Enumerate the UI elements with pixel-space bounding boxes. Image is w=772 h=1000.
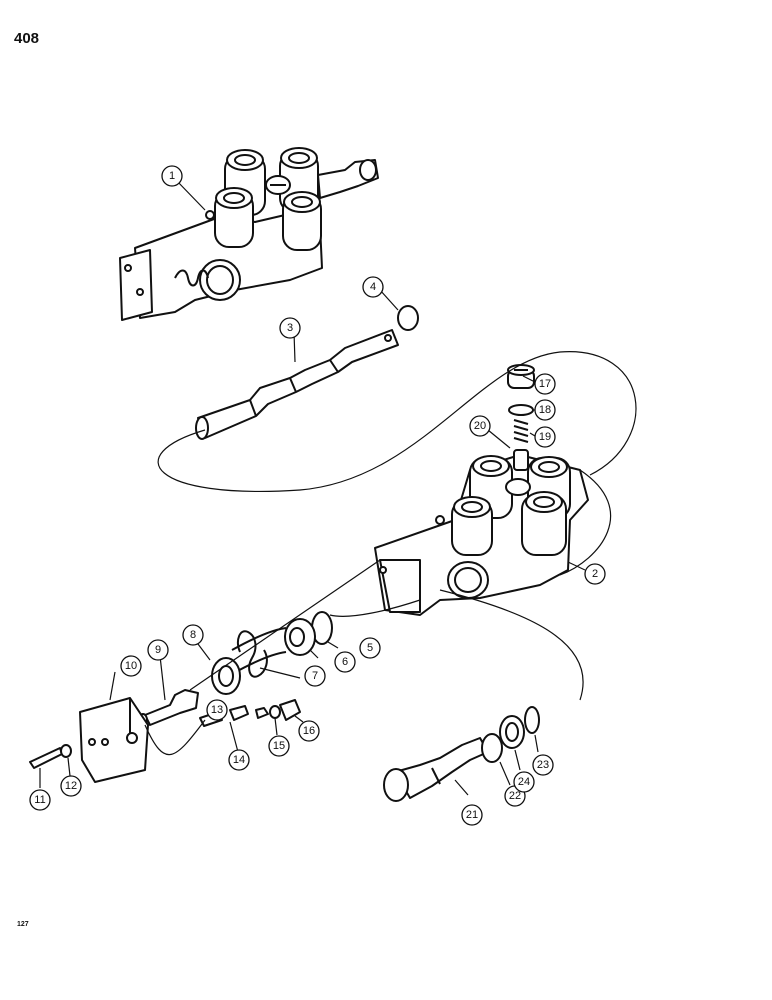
callout-4: 4 [362, 276, 384, 298]
callout-6: 6 [334, 651, 356, 673]
callout-24: 24 [513, 771, 535, 793]
figure-code: 127 [17, 921, 29, 928]
callout-18: 18 [534, 399, 556, 421]
callout-13: 13 [206, 699, 228, 721]
callout-15-label: 15 [273, 740, 285, 752]
callout-10: 10 [120, 655, 142, 677]
callout-16-label: 16 [303, 725, 315, 737]
callout-2: 2 [584, 563, 606, 585]
callout-1: 1 [161, 165, 183, 187]
callouts: 1 2 3 4 5 6 7 8 9 10 11 12 13 14 15 16 1… [29, 165, 606, 826]
callout-19-label: 19 [539, 431, 551, 443]
page-number: 408 [14, 30, 40, 47]
callout-5-label: 5 [367, 642, 373, 654]
callout-12: 12 [60, 775, 82, 797]
control-valve-assembly-drawing [119, 147, 379, 321]
callout-15: 15 [268, 735, 290, 757]
callout-10-label: 10 [125, 660, 137, 672]
callout-11-label: 11 [34, 794, 45, 806]
callout-9: 9 [147, 639, 169, 661]
callout-12-label: 12 [65, 780, 77, 792]
callout-23: 23 [532, 754, 554, 776]
spool-drawing [195, 329, 399, 440]
callout-20-label: 20 [474, 420, 486, 432]
callout-18-label: 18 [539, 404, 551, 416]
callout-5: 5 [359, 637, 381, 659]
callout-23-label: 23 [537, 759, 549, 771]
callout-4-label: 4 [370, 281, 376, 293]
callout-13-label: 13 [211, 704, 223, 716]
callout-1-label: 1 [169, 170, 175, 182]
valve-body-drawing [374, 454, 589, 616]
callout-22-label: 22 [509, 790, 521, 802]
callout-21: 21 [461, 804, 483, 826]
callout-6-label: 6 [342, 656, 348, 668]
spring-and-cap-parts-drawing [29, 611, 333, 783]
cartridge-parts-drawing [383, 706, 540, 802]
callout-17: 17 [534, 373, 556, 395]
callout-8: 8 [182, 624, 204, 646]
leader-lines [39, 179, 637, 796]
callout-14-label: 14 [233, 754, 245, 766]
callout-8-label: 8 [190, 629, 196, 641]
callout-3: 3 [279, 317, 301, 339]
callout-7: 7 [304, 665, 326, 687]
callout-9-label: 9 [155, 644, 161, 656]
callout-21-label: 21 [466, 809, 478, 821]
callout-7-label: 7 [312, 670, 318, 682]
relief-valve-parts-drawing [507, 364, 535, 471]
callout-24-label: 24 [518, 776, 530, 788]
callout-2-label: 2 [592, 568, 598, 580]
callout-20: 20 [469, 415, 491, 437]
callout-14: 14 [228, 749, 250, 771]
o-ring-4-drawing [397, 305, 419, 331]
callout-11: 11 [29, 789, 51, 811]
callout-17-label: 17 [539, 378, 551, 390]
callout-16: 16 [298, 720, 320, 742]
callout-3-label: 3 [287, 322, 293, 334]
callout-19: 19 [534, 426, 556, 448]
